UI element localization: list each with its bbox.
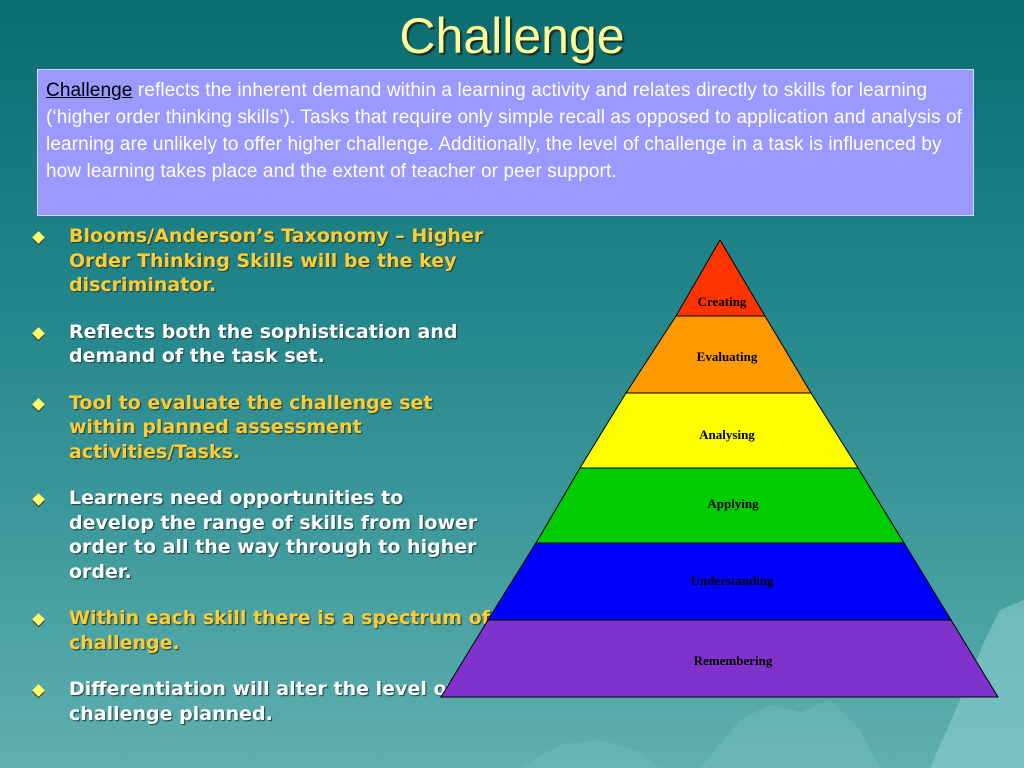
- definition-body: reflects the inherent demand within a le…: [46, 80, 963, 182]
- bullet-item: Learners need opportunities to develop t…: [30, 486, 490, 584]
- definition-box: Challenge reflects the inherent demand w…: [37, 69, 974, 216]
- bullet-text: Reflects both the sophistication and dem…: [69, 320, 458, 368]
- pyramid-label-evaluating: Evaluating: [697, 349, 758, 364]
- bullet-item: Within each skill there is a spectrum of…: [30, 606, 490, 655]
- pyramid-label-creating: Creating: [698, 294, 747, 309]
- bullet-text: Blooms/Anderson’s Taxonomy – Higher Orde…: [69, 225, 484, 296]
- bullet-text: Differentiation will alter the level of …: [69, 678, 455, 725]
- pyramid-label-remembering: Remembering: [694, 653, 773, 668]
- pyramid-label-applying: Applying: [707, 496, 759, 511]
- bullet-item: Tool to evaluate the challenge set withi…: [30, 391, 490, 465]
- bullet-text: Within each skill there is a spectrum of…: [69, 607, 490, 654]
- bullet-item: Blooms/Anderson’s Taxonomy – Higher Orde…: [30, 224, 490, 298]
- bullet-item: Reflects both the sophistication and dem…: [30, 320, 490, 369]
- definition-lead-term: Challenge: [46, 80, 133, 101]
- bullet-text: Learners need opportunities to develop t…: [69, 487, 478, 583]
- slide-title: Challenge: [399, 8, 625, 64]
- bullet-list: Blooms/Anderson’s Taxonomy – Higher Orde…: [30, 224, 490, 748]
- pyramid-label-understanding: Understanding: [690, 573, 774, 588]
- pyramid-level-remembering: [440, 619, 999, 698]
- bullet-text: Tool to evaluate the challenge set withi…: [69, 391, 433, 463]
- pyramid-label-analysing: Analysing: [699, 427, 755, 442]
- bullet-item: Differentiation will alter the level of …: [30, 677, 490, 726]
